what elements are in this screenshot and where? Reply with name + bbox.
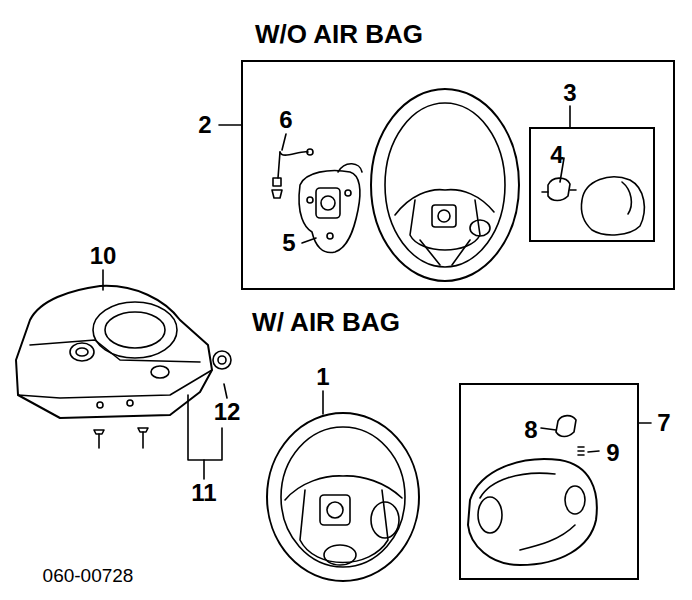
section-heading: W/O AIR BAG <box>255 21 423 47</box>
leader-lines <box>103 106 651 479</box>
screws <box>94 351 231 448</box>
horn-wire <box>272 149 313 198</box>
callout-number: 9 <box>606 441 619 465</box>
callout-number: 3 <box>563 81 576 105</box>
callout-number: 5 <box>282 231 295 255</box>
callout-number: 12 <box>214 400 241 424</box>
callout-number: 4 <box>550 143 563 167</box>
callout-number: 11 <box>191 481 216 505</box>
callout-number: 8 <box>524 418 537 442</box>
callout-number: 1 <box>316 365 329 389</box>
callout-number: 7 <box>657 411 670 435</box>
air-bag-module <box>468 416 597 565</box>
steering-wheel <box>371 89 519 281</box>
parts-box: 89 <box>459 383 639 580</box>
column-cover <box>16 286 212 418</box>
horn-pad <box>542 177 644 235</box>
figure-code: 060-00728 <box>43 566 134 585</box>
horn-plate <box>299 164 362 253</box>
parts-box: 4 <box>529 127 655 242</box>
callout-number: 10 <box>90 244 117 268</box>
variant-panel: W/O AIR BAG4 <box>241 60 675 290</box>
callout-number: 6 <box>279 108 292 132</box>
section-heading: W/ AIR BAG <box>252 309 400 335</box>
steering-wheel <box>267 413 419 581</box>
callout-number: 2 <box>198 113 211 137</box>
